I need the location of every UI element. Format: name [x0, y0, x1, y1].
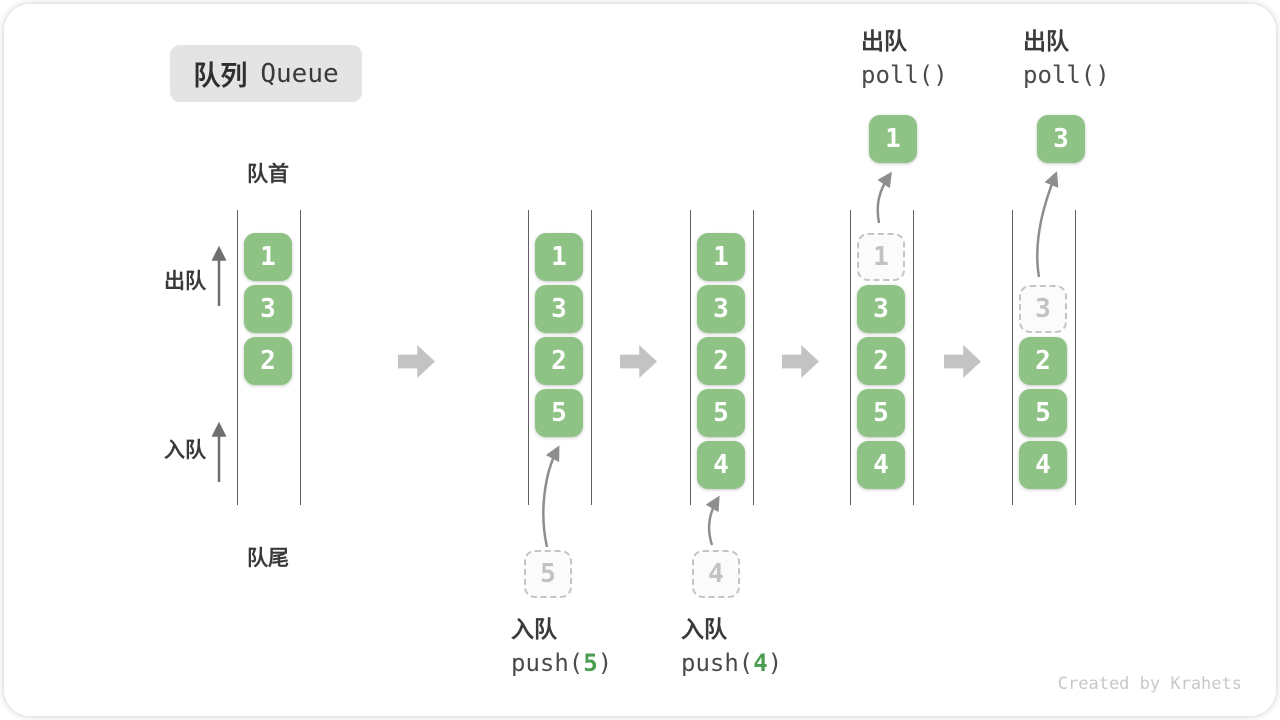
queue-item: 5	[857, 389, 905, 437]
queue-front-label: 队首	[247, 163, 289, 186]
queue-rear-label: 队尾	[247, 547, 289, 570]
queue-item: 5	[1019, 389, 1067, 437]
enqueue-side-label: 入队	[164, 439, 206, 462]
incoming-item-ghost: 4	[692, 550, 740, 598]
code-text: )	[767, 649, 783, 677]
queue-item: 2	[535, 337, 583, 385]
queue-item: 2	[244, 337, 292, 385]
code-arg: 4	[753, 649, 768, 677]
title-badge: 队列 Queue	[170, 45, 362, 102]
enqueue-caption-2: 入队 push(4)	[681, 616, 782, 676]
enqueue-caption-zh: 入队	[681, 616, 727, 642]
dequeue-caption-zh: 出队	[861, 28, 907, 54]
code-arg: 5	[583, 649, 598, 677]
queue-state-5: 3 2 5 4	[1012, 210, 1076, 505]
dequeue-caption-code: poll()	[1023, 61, 1110, 89]
queue-item: 3	[697, 285, 745, 333]
queue-state-3: 1 3 2 5 4	[690, 210, 754, 505]
dequeue-caption-zh: 出队	[1023, 28, 1069, 54]
polled-item: 3	[1037, 115, 1085, 163]
title-en: Queue	[260, 58, 339, 89]
removed-item-ghost: 3	[1019, 285, 1067, 333]
queue-item: 3	[857, 285, 905, 333]
queue-state-1: 1 3 2	[237, 210, 301, 505]
enqueue-caption-code: push(4)	[681, 651, 782, 675]
code-text: push(	[511, 649, 584, 677]
queue-item: 2	[1019, 337, 1067, 385]
incoming-item-ghost: 5	[524, 550, 572, 598]
removed-item-ghost: 1	[857, 233, 905, 281]
queue-item: 1	[244, 233, 292, 281]
queue-item: 5	[535, 389, 583, 437]
queue-state-2: 1 3 2 5	[528, 210, 592, 505]
dequeue-caption-2: 出队 poll()	[1023, 28, 1110, 89]
queue-state-4: 1 3 2 5 4	[850, 210, 914, 505]
enqueue-caption-zh: 入队	[511, 616, 557, 642]
queue-item: 4	[857, 441, 905, 489]
enqueue-caption-1: 入队 push(5)	[511, 616, 612, 676]
queue-item: 3	[244, 285, 292, 333]
polled-item: 1	[869, 115, 917, 163]
code-text: )	[597, 649, 613, 677]
title-zh: 队列	[193, 61, 248, 91]
queue-item: 5	[697, 389, 745, 437]
dequeue-caption-code: poll()	[861, 61, 948, 89]
queue-item: 2	[697, 337, 745, 385]
watermark: Created by Krahets	[1057, 674, 1242, 694]
queue-item: 4	[697, 441, 745, 489]
queue-item: 4	[1019, 441, 1067, 489]
enqueue-caption-code: push(5)	[511, 651, 612, 675]
queue-item: 1	[535, 233, 583, 281]
dequeue-side-label: 出队	[164, 270, 206, 293]
dequeue-caption-1: 出队 poll()	[861, 28, 948, 89]
queue-item: 3	[535, 285, 583, 333]
queue-item: 1	[697, 233, 745, 281]
code-text: push(	[681, 649, 754, 677]
queue-item: 2	[857, 337, 905, 385]
